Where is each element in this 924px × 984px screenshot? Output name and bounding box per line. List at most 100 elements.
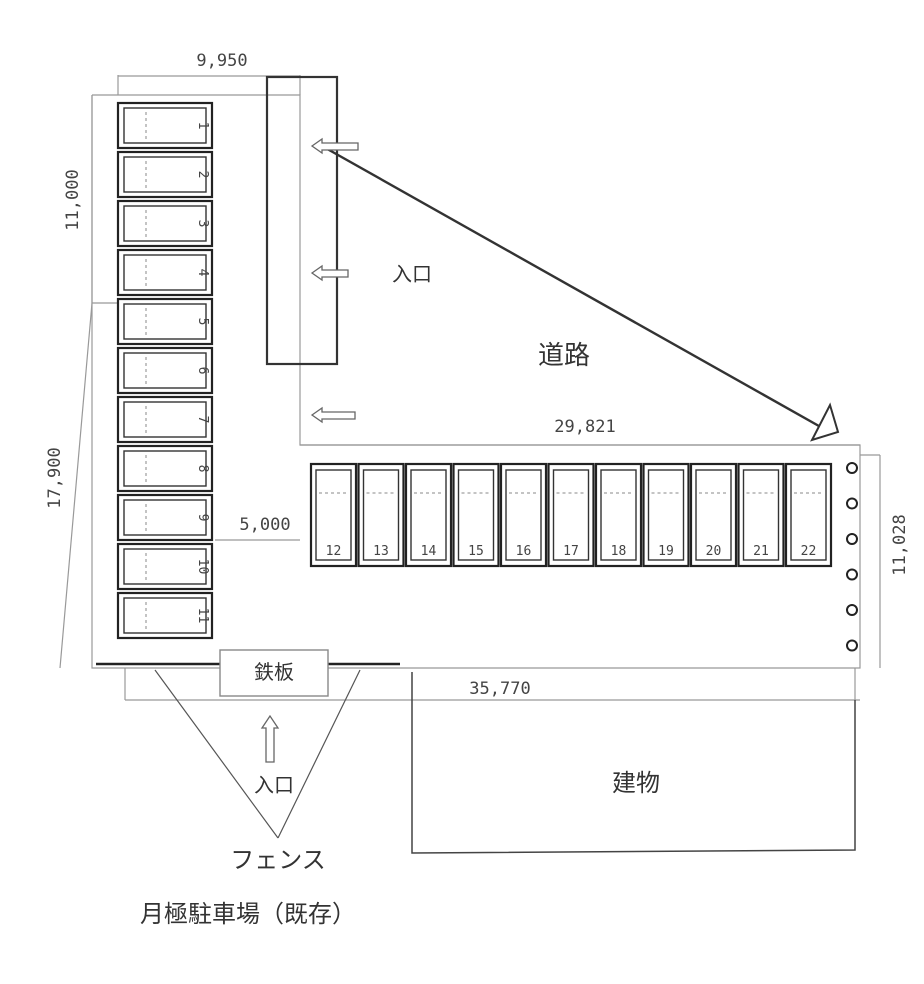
parking-space-bottom: 20 [689, 462, 738, 568]
space-outer [116, 297, 214, 346]
space-number: 18 [611, 544, 627, 559]
space-inner [457, 469, 495, 561]
parking-space-left: 10 [116, 542, 214, 591]
space-outer [116, 199, 214, 248]
space-number: 4 [195, 269, 210, 277]
fence-post [846, 568, 858, 581]
space-number: 11 [195, 608, 210, 624]
space-outer [784, 462, 833, 568]
parking-space-left: 4 [116, 248, 214, 297]
space-number: 9 [195, 514, 210, 522]
fence-post [846, 533, 858, 545]
fence-post [846, 604, 858, 616]
parking-space-bottom: 21 [737, 462, 785, 568]
space-outer [116, 150, 214, 199]
space-outer [499, 462, 548, 568]
dimension-right-height: 11,028 [890, 514, 910, 575]
space-outer [116, 444, 214, 493]
space-inner [647, 469, 685, 561]
road-arrow [321, 144, 840, 442]
space-inner [362, 469, 400, 561]
fence-label: フェンス [230, 846, 326, 874]
space-outer [452, 462, 500, 568]
building-outline [411, 672, 856, 854]
dimension-upper-left-height: 11,000 [63, 169, 83, 230]
space-outer [116, 493, 214, 542]
building-label: 建物 [612, 769, 660, 797]
entrance-arrows [310, 137, 359, 424]
entrance-road-label: 入口 [392, 262, 432, 286]
space-inner [123, 156, 207, 193]
space-outer [116, 346, 214, 395]
bottom-entrance-arrow [260, 714, 280, 763]
space-inner [123, 107, 207, 144]
space-number: 20 [706, 544, 722, 559]
dimension-bottom-width: 35,770 [469, 679, 530, 699]
steel-plate [219, 649, 329, 697]
space-number: 5 [195, 318, 210, 326]
space-number: 16 [516, 544, 532, 559]
left-parking-column: 12 3 4 5 6 7 8 9 10 11 [116, 101, 214, 640]
space-outer [689, 462, 738, 568]
space-number: 21 [753, 544, 769, 559]
space-number: 6 [195, 367, 210, 375]
space-number: 12 [326, 544, 342, 559]
space-number: 3 [195, 220, 210, 228]
space-number: 17 [563, 544, 579, 559]
parking-space-left: 8 [116, 444, 214, 493]
space-inner [552, 469, 590, 561]
parking-space-left: 6 [116, 346, 214, 395]
dimension-lower-left-height: 17,900 [45, 447, 65, 508]
space-inner [600, 469, 637, 561]
space-number: 19 [658, 544, 674, 559]
space-inner [123, 401, 207, 438]
space-outer [357, 462, 405, 568]
space-inner [742, 469, 780, 561]
space-number: 13 [373, 544, 389, 559]
space-outer [116, 248, 214, 297]
parking-space-bottom: 17 [547, 462, 595, 568]
fence-post [846, 639, 858, 652]
space-number: 8 [195, 465, 210, 473]
space-inner [315, 469, 352, 561]
space-outer [737, 462, 785, 568]
space-outer [642, 462, 690, 568]
entrance-lane [265, 75, 339, 366]
space-outer [116, 101, 214, 150]
fence-post [846, 462, 858, 474]
space-inner [505, 469, 542, 561]
parking-space-left: 9 [116, 493, 214, 542]
space-outer [404, 462, 453, 568]
parking-space-left: 7 [116, 395, 214, 444]
entrance-bottom-label: 入口 [254, 773, 294, 797]
space-outer [594, 462, 643, 568]
caption: 月極駐車場（既存） [140, 900, 356, 928]
space-inner [123, 450, 207, 487]
space-number: 14 [421, 544, 437, 559]
fence-leaders [154, 669, 361, 839]
space-outer [116, 591, 214, 640]
parking-space-left: 11 [116, 591, 214, 640]
site-boundary [59, 75, 881, 701]
space-inner [123, 597, 207, 634]
space-inner [123, 548, 207, 585]
space-inner [410, 469, 447, 561]
parking-space-bottom: 18 [594, 462, 643, 568]
parking-space-bottom: 14 [404, 462, 453, 568]
space-inner [790, 469, 827, 561]
space-inner [695, 469, 732, 561]
space-outer [309, 462, 358, 568]
space-number: 15 [468, 544, 484, 559]
steel-plate-label: 鉄板 [254, 660, 294, 684]
parking-space-left: 2 [116, 150, 214, 199]
space-inner [123, 205, 207, 242]
space-outer [116, 542, 214, 591]
parking-space-bottom: 16 [499, 462, 548, 568]
dimension-aisle: 5,000 [239, 515, 290, 535]
space-number: 10 [195, 559, 210, 575]
space-outer [116, 395, 214, 444]
parking-space-left: 1 [116, 101, 214, 150]
parking-space-left: 5 [116, 297, 214, 346]
